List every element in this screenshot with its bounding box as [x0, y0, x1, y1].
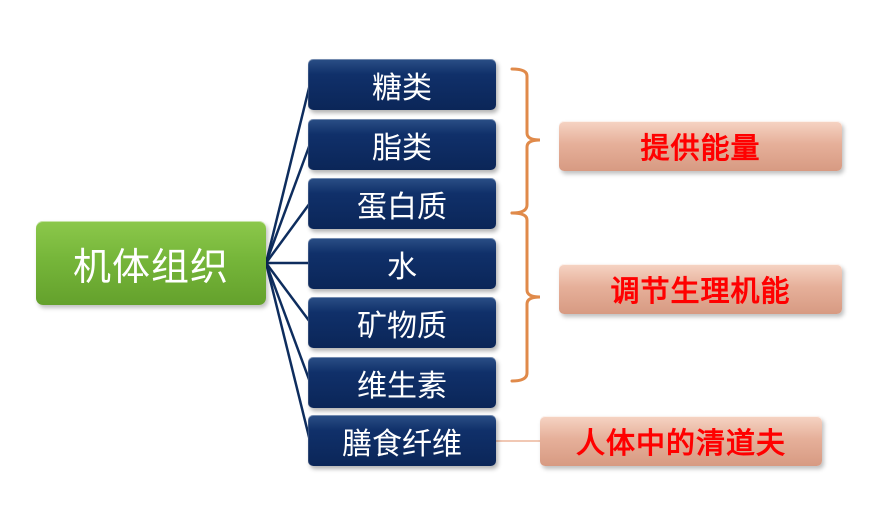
- group-label-text: 提供能量: [640, 131, 761, 165]
- group-label-text: 调节生理机能: [610, 274, 791, 308]
- item-node-water: 水: [308, 238, 496, 289]
- bracket-energy: [510, 67, 541, 215]
- group-label-text: 人体中的清道夫: [575, 426, 786, 460]
- bracket-regulate: [510, 211, 541, 383]
- group-label-energy: 提供能量: [559, 121, 842, 171]
- group-label-regulate: 调节生理机能: [559, 264, 842, 314]
- root-node: 机体组织: [36, 221, 266, 305]
- item-label: 蛋白质: [357, 189, 447, 225]
- item-label: 膳食纤维: [342, 426, 462, 462]
- item-label: 矿物质: [357, 308, 447, 344]
- group-brackets: [510, 67, 541, 383]
- item-label: 维生素: [357, 368, 447, 404]
- item-label: 脂类: [372, 130, 432, 166]
- item-node-fat: 脂类: [308, 119, 496, 170]
- item-label: 糖类: [372, 70, 432, 106]
- item-label: 水: [387, 249, 417, 285]
- root-to-item-lines: [264, 83, 312, 442]
- item-node-protein: 蛋白质: [308, 178, 496, 229]
- item-node-fiber: 膳食纤维: [308, 415, 496, 466]
- item-node-minerals: 矿物质: [308, 297, 496, 348]
- group-label-cleaner: 人体中的清道夫: [540, 416, 822, 466]
- item-node-vitamins: 维生素: [308, 357, 496, 408]
- item-node-sugar: 糖类: [308, 59, 496, 110]
- root-label: 机体组织: [72, 244, 229, 289]
